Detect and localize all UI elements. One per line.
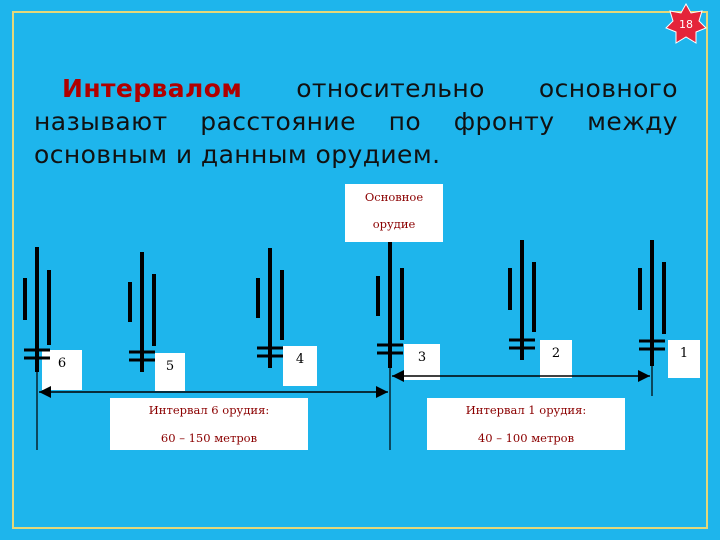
star-icon bbox=[665, 2, 707, 44]
interval-6-title: Интервал 6 орудия: bbox=[148, 403, 270, 417]
definition-paragraph: Интервалом относительно основного называ… bbox=[34, 72, 678, 171]
interval-6-label: Интервал 6 орудия: 60 – 150 метров bbox=[110, 398, 308, 450]
main-gun-label-line-1: Основное bbox=[364, 190, 424, 204]
interval-6-range: 60 – 150 метров bbox=[160, 431, 258, 445]
gun-3-icon bbox=[376, 242, 404, 368]
interval-1-range: 40 – 100 метров bbox=[477, 431, 575, 445]
slide-number: 18 bbox=[679, 18, 693, 31]
gun-6-icon bbox=[23, 247, 51, 372]
interval-1-title: Интервал 1 орудия: bbox=[465, 403, 587, 417]
gun-number-4: 4 bbox=[283, 346, 317, 386]
gun-5-icon bbox=[128, 252, 156, 372]
gun-number-1: 1 bbox=[668, 340, 700, 378]
gun-4-icon bbox=[256, 248, 284, 368]
gun-2-icon bbox=[508, 240, 536, 360]
main-gun-label: Основное орудие bbox=[345, 184, 443, 242]
main-gun-label-line-2: орудие bbox=[372, 217, 416, 231]
slide-border bbox=[12, 11, 708, 529]
gun-1-icon bbox=[638, 240, 666, 366]
definition-text: относительно основного называют расстоян… bbox=[34, 74, 678, 169]
term-interval: Интервалом bbox=[62, 74, 243, 103]
interval-1-label: Интервал 1 орудия: 40 – 100 метров bbox=[427, 398, 625, 450]
gun-number-5: 5 bbox=[155, 353, 185, 391]
slide-number-star: 18 bbox=[665, 2, 707, 44]
